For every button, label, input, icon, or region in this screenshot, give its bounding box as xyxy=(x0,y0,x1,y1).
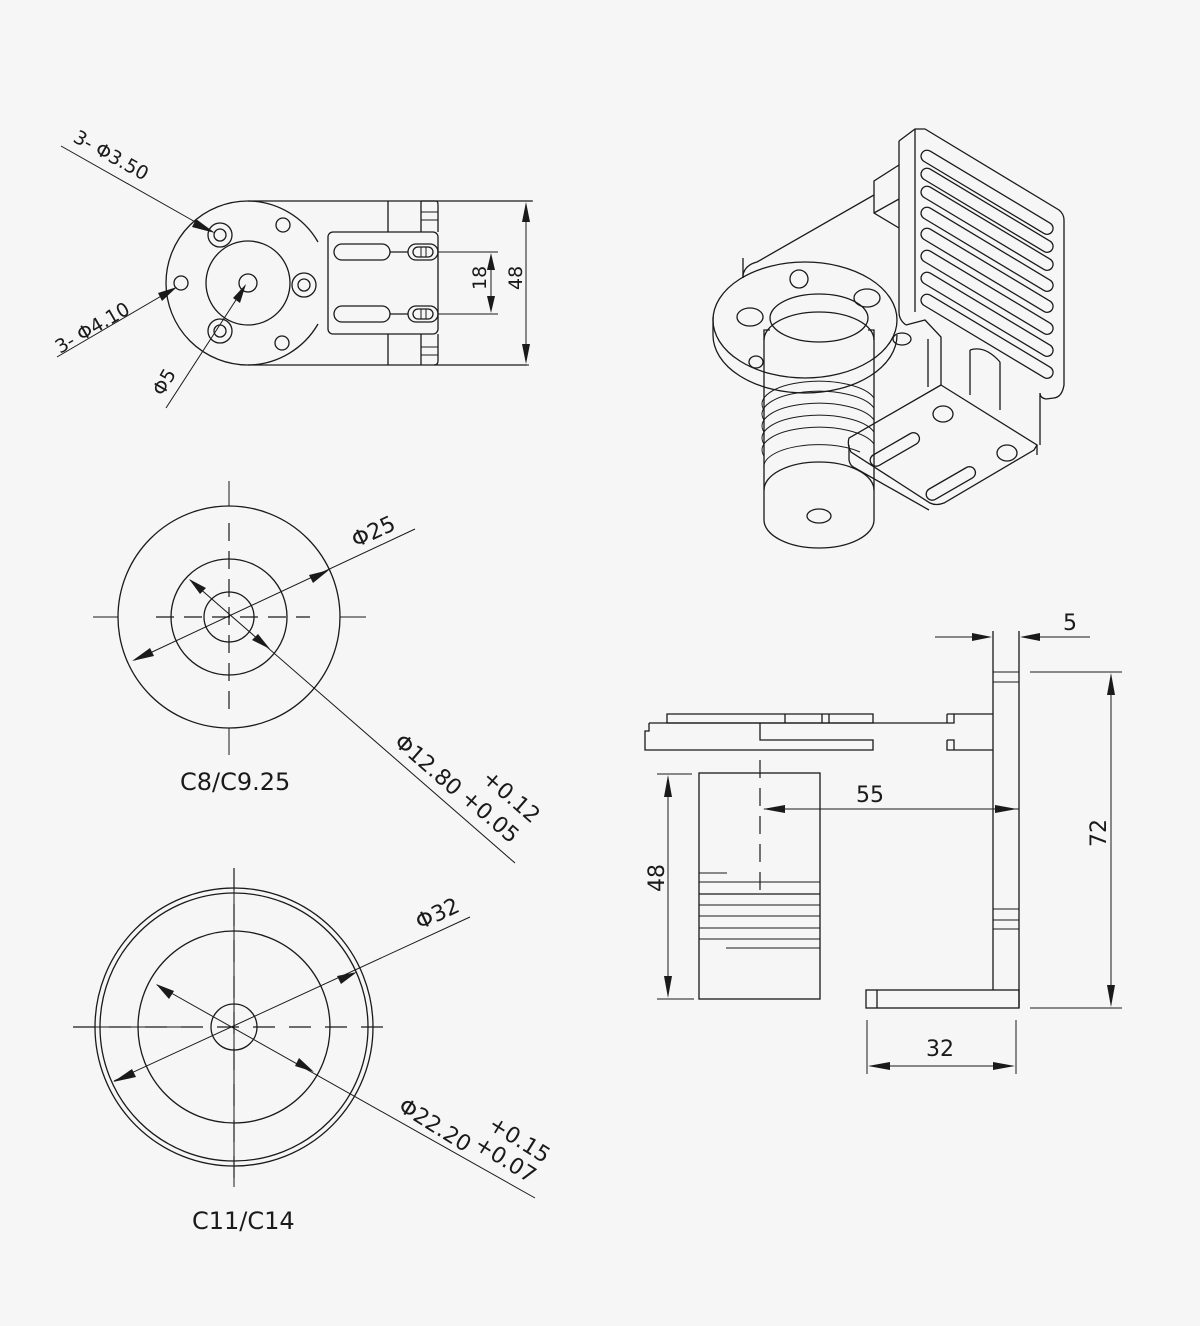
shaft-callout: Φ5 xyxy=(148,365,181,399)
overall-height-dim: 48 xyxy=(505,266,527,290)
flange-outline xyxy=(165,200,249,366)
isometric-view xyxy=(712,128,1065,549)
coupler-length-dim: 48 xyxy=(645,864,670,892)
total-height-dim: 72 xyxy=(1087,819,1112,847)
coupler-large-caption: C11/C14 xyxy=(192,1207,295,1235)
outer-diameter-32: Φ32 xyxy=(412,894,464,936)
hole-callout-4.10: 3- Φ4.10 xyxy=(52,298,134,358)
side-view xyxy=(644,631,1122,1074)
offset-dim: 55 xyxy=(856,783,884,808)
bore-diameter-12.80: Φ12.80 xyxy=(389,730,466,802)
hole-callout-3.50: 3- Φ3.50 xyxy=(70,126,153,185)
coupler-small-caption: C8/C9.25 xyxy=(180,768,290,796)
slot-spacing-dim: 18 xyxy=(469,266,491,290)
coupler-small-view xyxy=(93,481,516,864)
plate-thickness-dim: 5 xyxy=(1063,611,1077,636)
coupler-large-view xyxy=(73,868,536,1199)
hub-circle xyxy=(205,240,291,326)
base-width-dim: 32 xyxy=(926,1037,954,1062)
shaft-hole xyxy=(238,273,258,293)
outer-diameter-25: Φ25 xyxy=(348,512,400,554)
top-view xyxy=(56,145,533,409)
